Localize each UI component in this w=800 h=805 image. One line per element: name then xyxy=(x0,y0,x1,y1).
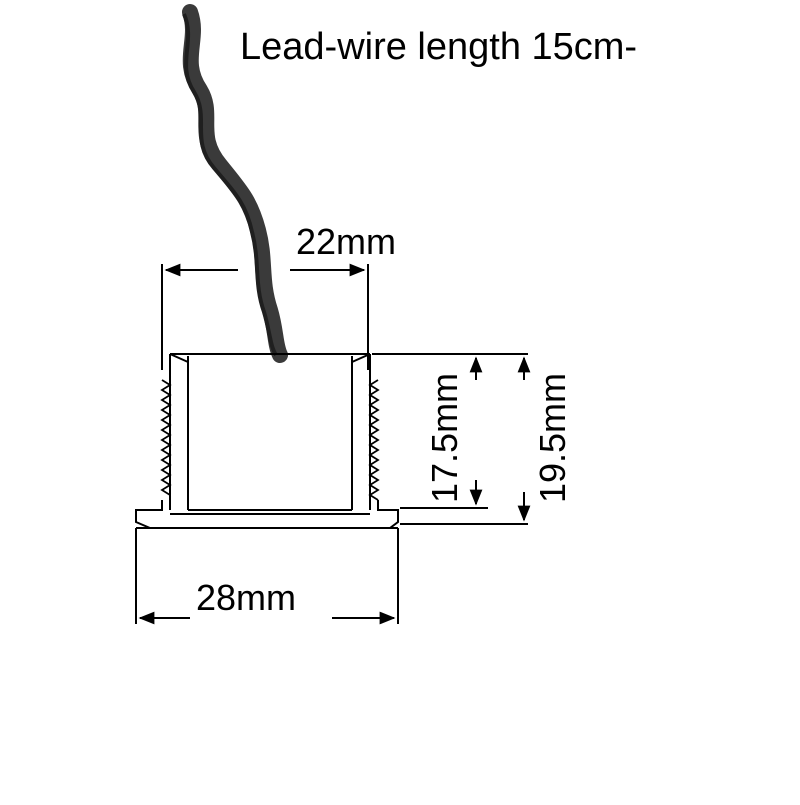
dimension-heights xyxy=(372,353,531,525)
total-height-label: 19.5mm xyxy=(532,372,573,504)
lead-wire-length-label: Lead-wire length 15cm- xyxy=(240,26,638,68)
top-width-label: 22mm xyxy=(296,221,397,262)
bottom-width-label: 28mm xyxy=(196,577,297,618)
dimension-22mm xyxy=(161,263,369,370)
thread-right xyxy=(368,379,380,501)
inner-height-label: 17.5mm xyxy=(424,372,465,503)
threaded-body xyxy=(169,353,371,510)
flange-base xyxy=(135,500,399,529)
lead-wire xyxy=(182,4,288,363)
dimension-28mm xyxy=(135,528,399,625)
thread-left xyxy=(160,379,172,496)
